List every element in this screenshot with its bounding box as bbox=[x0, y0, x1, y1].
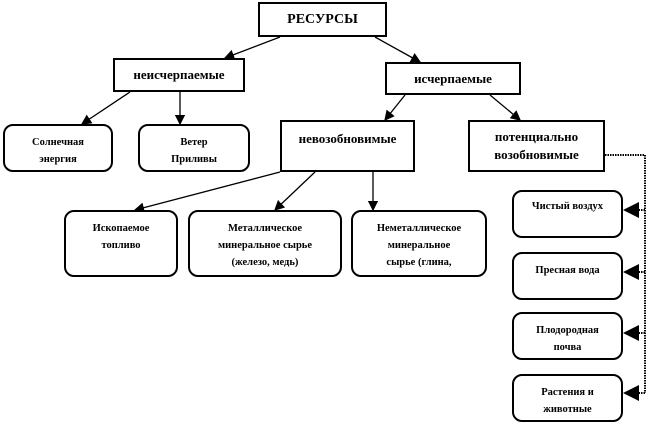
node-text: (железо, медь) bbox=[231, 257, 299, 268]
nonrenewable-label: невозобновимые bbox=[298, 131, 397, 146]
node-text: Солнечная bbox=[32, 137, 84, 148]
arrow-to-metal bbox=[274, 171, 316, 211]
inexhaustible-node: неисчерпаемые bbox=[113, 58, 245, 92]
node-text: Плодородная bbox=[536, 325, 599, 336]
fertile-soil-node: Плодородная почва bbox=[512, 312, 623, 360]
node-text: животные bbox=[543, 404, 592, 415]
plants-animals-node: Растения и животные bbox=[512, 374, 623, 422]
node-text: Металлическое bbox=[227, 223, 303, 234]
node-text: Ископаемое bbox=[92, 223, 150, 234]
node-text: топливо bbox=[101, 240, 141, 251]
arrow-to-solar bbox=[80, 91, 131, 125]
root-node: РЕСУРСЫ bbox=[258, 2, 387, 37]
exhaustible-label: исчерпаемые bbox=[414, 70, 492, 86]
clean-air-node: Чистый воздух bbox=[512, 190, 623, 238]
node-text: Чистый воздух bbox=[531, 201, 604, 212]
fossil-fuel-node: Ископаемое топливо bbox=[64, 210, 178, 277]
node-text: Пресная вода bbox=[535, 265, 600, 276]
arrow-to-fossil bbox=[133, 171, 281, 213]
dotted-connector bbox=[605, 154, 646, 393]
node-text: Приливы bbox=[171, 154, 217, 165]
exhaustible-node: исчерпаемые bbox=[385, 62, 521, 95]
node-text: почва bbox=[553, 342, 582, 353]
solar-energy-node: Солнечная энергия bbox=[3, 124, 113, 172]
node-text: возобновимые bbox=[494, 147, 579, 162]
node-text: Неметаллическое bbox=[376, 223, 462, 234]
node-text: потенциально bbox=[494, 129, 579, 144]
nonrenewable-node: невозобновимые bbox=[280, 120, 415, 172]
node-text: минеральное сырье bbox=[217, 240, 313, 251]
arrow-to-renewable bbox=[489, 94, 521, 121]
inexhaustible-label: неисчерпаемые bbox=[133, 67, 225, 82]
fresh-water-node: Пресная вода bbox=[512, 252, 623, 300]
renewable-node: потенциально возобновимые bbox=[468, 120, 605, 172]
arrow-root-to-exhaustible bbox=[374, 36, 422, 63]
node-text: энергия bbox=[39, 154, 77, 165]
nonmetal-minerals-node: Неметаллическое минеральное сырье (глина… bbox=[351, 210, 487, 277]
node-text: Растения и bbox=[541, 387, 594, 398]
root-label: РЕСУРСЫ bbox=[287, 11, 358, 27]
node-text: минеральное bbox=[387, 240, 451, 251]
node-text: сырье (глина, bbox=[386, 257, 452, 268]
metal-minerals-node: Металлическое минеральное сырье (железо,… bbox=[188, 210, 342, 277]
arrow-to-nonrenewable bbox=[384, 94, 406, 122]
wind-tides-node: Ветер Приливы bbox=[138, 124, 250, 172]
arrow-root-to-inexhaustible bbox=[223, 36, 281, 60]
node-text: Ветер bbox=[180, 137, 208, 148]
